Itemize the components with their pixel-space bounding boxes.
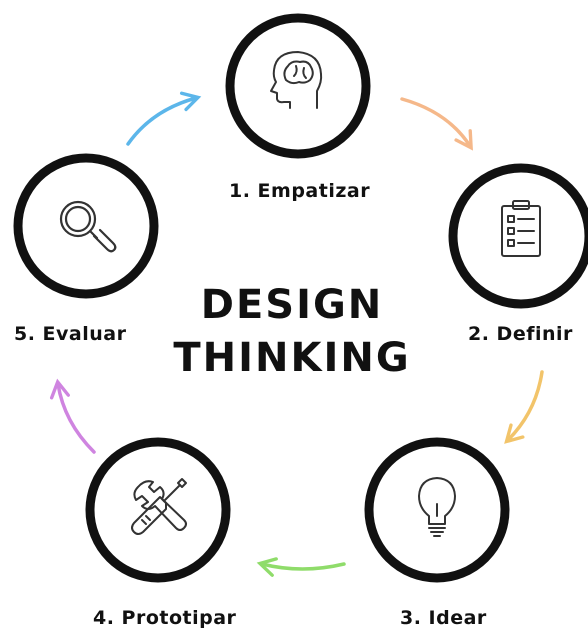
step-label-prototipar: 4. Prototipar	[93, 607, 237, 629]
wrench-screwdriver-icon	[131, 478, 187, 535]
arrow-evaluar-to-empatizar	[126, 91, 202, 146]
magnifying-glass-icon	[59, 200, 117, 253]
step-empatizar-node	[225, 13, 371, 159]
step-label-definir: 2. Definir	[468, 323, 573, 345]
step-evaluar-node	[13, 153, 159, 299]
arrow-prototipar-to-evaluar	[49, 378, 96, 454]
arrow-empatizar-to-definir	[400, 97, 473, 151]
arrow-idear-to-prototipar	[256, 557, 346, 577]
step-prototipar-node	[85, 437, 231, 583]
step-label-idear: 3. Idear	[400, 607, 487, 629]
title-line-2: THINKING	[173, 335, 411, 381]
lightbulb-icon	[418, 477, 456, 537]
arrow-definir-to-idear	[504, 370, 544, 444]
step-idear-node	[364, 437, 510, 583]
step-definir-node	[448, 163, 588, 309]
head-brain-icon	[270, 51, 323, 109]
clipboard-checklist-icon	[501, 200, 541, 257]
title-line-1: DESIGN	[200, 282, 384, 328]
step-label-empatizar: 1. Empatizar	[229, 180, 371, 202]
step-label-evaluar: 5. Evaluar	[14, 323, 127, 345]
